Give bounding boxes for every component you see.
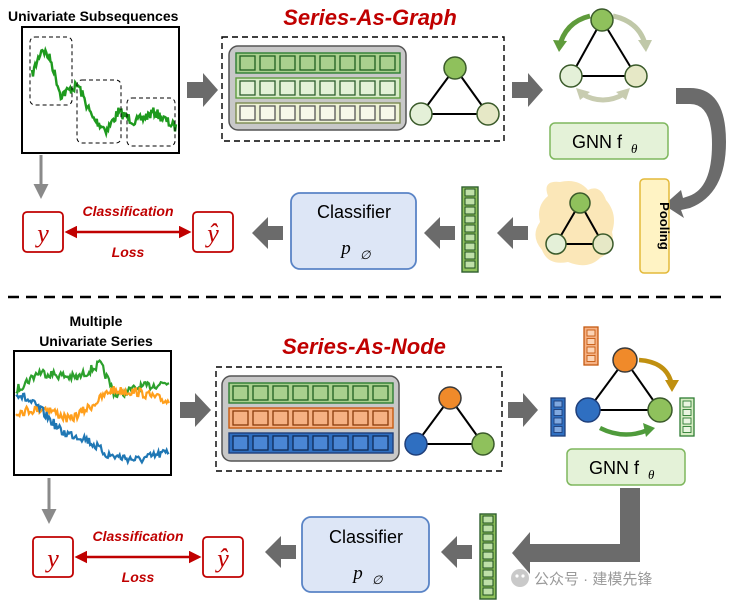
gnn-theta-bottom: θ — [648, 467, 655, 482]
node-graph — [404, 386, 495, 456]
yhat-box-bottom — [202, 536, 244, 578]
pooled-node-right — [592, 233, 614, 255]
arrow-to-node-graph — [180, 393, 211, 427]
pooled-node-top — [569, 192, 591, 214]
multivariate-title-line2: Univariate Series — [39, 333, 153, 349]
node-blue — [404, 432, 428, 456]
arrow-to-yhat-bottom — [265, 536, 296, 568]
pooling-box — [639, 178, 670, 274]
arrow-to-gnn — [512, 73, 543, 107]
subsequence-plot-frame — [21, 26, 180, 154]
series-line-orange — [15, 385, 170, 424]
loss-label-bottom: Loss — [122, 569, 155, 585]
series-line-green — [15, 359, 170, 400]
graph-construction-box — [221, 36, 505, 142]
flow-arrows-top-return — [252, 217, 528, 249]
gnn-node-top — [590, 8, 614, 32]
arrow-to-node-vector — [512, 488, 640, 574]
classifier-sub-bottom: ∅ — [372, 573, 383, 587]
embedding-row-2 — [235, 77, 401, 99]
classifier-sub-top: ∅ — [360, 248, 371, 262]
flow-arrows-bottom-return — [265, 536, 472, 568]
y-box-top — [22, 211, 64, 253]
classifier-bottom: Classifier p ∅ — [301, 516, 430, 593]
univariate-series-line — [30, 45, 178, 139]
gnn-node-left — [559, 64, 583, 88]
multivariate-title-line1: Multiple — [70, 313, 123, 329]
series-as-graph-title: Series-As-Graph — [283, 5, 457, 30]
gnn-box-top: GNN f θ — [549, 122, 669, 160]
arrow-to-gnn-bottom — [508, 393, 538, 427]
watermark-text: 公众号 · 建模先锋 — [534, 571, 652, 588]
classifier-label-top: Classifier — [317, 202, 391, 222]
gnn-label-top: GNN f — [572, 132, 623, 152]
subsequence-window-2 — [76, 79, 122, 144]
graph-node-top — [443, 56, 467, 80]
arrow-to-classifier-bottom — [441, 536, 472, 568]
loss-label-top: Loss — [112, 244, 145, 260]
wechat-icon — [511, 569, 529, 587]
node-embedding-cells — [232, 385, 389, 451]
node-embedding-vector — [479, 513, 497, 600]
gnn-theta-top: θ — [631, 141, 638, 156]
node-embedding-row-orange — [228, 407, 394, 429]
gnn-box-bottom: GNN f θ — [566, 448, 686, 486]
subsequence-window-3 — [126, 97, 176, 147]
loss-section-top: y ŷ Classification Loss — [22, 203, 234, 260]
arrow-to-classifier-top — [424, 217, 455, 249]
pooled-graph — [545, 192, 614, 255]
pooling-label: Pooling — [657, 202, 672, 250]
classification-label-top: Classification — [82, 203, 173, 219]
classifier-p-bottom: p — [351, 563, 363, 584]
series-line-blue — [15, 392, 170, 466]
gnn-node-blue — [575, 397, 601, 423]
embedding-row-3 — [235, 102, 401, 124]
flow-arrows-top — [187, 73, 543, 107]
graph-node-left — [409, 102, 433, 126]
gnn-node-right — [624, 64, 648, 88]
arrow-to-pooling — [664, 88, 726, 218]
node-embedding-row-green — [228, 382, 394, 404]
embedding-cells — [239, 55, 396, 121]
input-graph — [409, 56, 500, 126]
pooled-node-left — [545, 233, 567, 255]
message-passing-graph — [553, 8, 652, 103]
yhat-box-top — [192, 211, 234, 253]
classifier-top: Classifier p ∅ — [290, 192, 417, 270]
classification-label-bottom: Classification — [92, 528, 183, 544]
graph-node-right — [476, 102, 500, 126]
graph-embedding-vector — [461, 186, 479, 273]
watermark: 公众号 · 建模先锋 — [511, 569, 652, 588]
node-construction-box — [215, 366, 503, 472]
arrow-to-vector-top — [497, 217, 528, 249]
series-as-node-title: Series-As-Node — [282, 334, 446, 359]
y-label-top: y — [34, 219, 49, 248]
subsequences-title: Univariate Subsequences — [8, 8, 179, 24]
node-message-graph — [575, 347, 679, 437]
node-green — [471, 432, 495, 456]
gnn-node-orange — [612, 347, 638, 373]
y-box-bottom — [32, 536, 74, 578]
message-arrow-green — [598, 425, 649, 437]
gnn-node-green — [647, 397, 673, 423]
y-label-bottom: y — [44, 544, 59, 573]
classifier-label-bottom: Classifier — [329, 527, 403, 547]
flow-arrows-bottom — [180, 393, 538, 427]
loss-section-bottom: y ŷ Classification Loss — [32, 528, 244, 585]
subsequence-window-1 — [29, 36, 73, 106]
node-orange — [438, 386, 462, 410]
gnn-label-bottom: GNN f — [589, 458, 640, 478]
arrow-to-graph — [187, 73, 218, 107]
yhat-label-top: ŷ — [204, 219, 219, 248]
yhat-label-bottom: ŷ — [214, 544, 229, 573]
arrow-to-yhat-top — [252, 217, 283, 249]
node-feature-vectors — [550, 326, 695, 437]
embedding-row-1 — [235, 52, 401, 74]
classifier-p-top: p — [339, 238, 351, 259]
message-arrow-bottom — [580, 91, 626, 103]
node-embedding-row-blue — [228, 432, 394, 454]
